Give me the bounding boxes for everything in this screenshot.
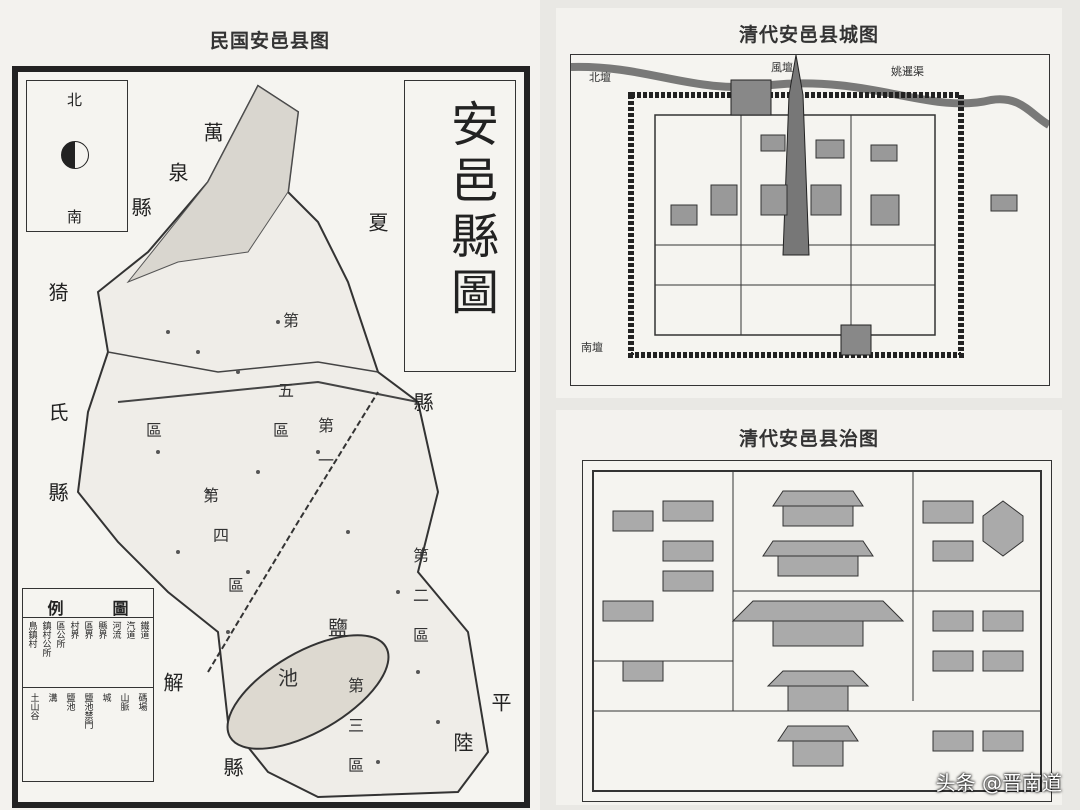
district-label: 區	[348, 756, 365, 775]
city-map-title: 清代安邑县城图	[738, 24, 879, 46]
neighbor-label: 氏	[45, 402, 69, 422]
government-compound-drawing	[592, 470, 1042, 792]
neighbor-label: 縣	[128, 197, 152, 217]
legend-item: 鐵道	[138, 621, 149, 639]
legend-item: 鹽池	[64, 693, 75, 711]
district-label: 第	[318, 416, 335, 435]
district-label: 區	[413, 626, 430, 645]
bottom-right-panel: 清代安邑县治图	[556, 410, 1062, 805]
legend-title-left: 例	[47, 599, 64, 618]
district-label: 區	[273, 421, 290, 440]
county-outline	[76, 84, 490, 799]
salt-lake-label: 池	[278, 666, 298, 690]
neighbor-label: 猗	[45, 282, 69, 302]
canal-label: 姚暹渠	[891, 65, 924, 78]
legend-title-right: 圖	[112, 599, 129, 618]
neighbor-label: 夏	[365, 212, 389, 232]
legend-item: 河流	[110, 621, 121, 639]
legend-item: 村界	[68, 621, 79, 639]
compass-north: 北	[67, 91, 83, 109]
salt-lake-label: 鹽	[328, 616, 348, 640]
wind-altar-label: 風壇	[771, 61, 793, 74]
city-map-drawing	[571, 55, 1049, 358]
district-label: 第	[283, 311, 300, 330]
north-altar-label: 北壇	[589, 71, 611, 84]
legend-item: 城	[100, 693, 111, 702]
district-label: 四	[213, 526, 230, 545]
legend-item: 汽道	[124, 621, 135, 639]
neighbor-label: 縣	[410, 392, 434, 412]
government-map-title: 清代安邑县治图	[738, 428, 879, 450]
legend-item: 溝	[46, 693, 57, 702]
legend-item: 區公所	[54, 621, 65, 648]
district-label: 第	[203, 486, 220, 505]
map-legend: 例圖 鐵道 汽道 河流 縣界 區界 村界 區公所 鎮村公所 鳥鎮村 碼場 山脈 …	[22, 588, 154, 782]
watermark: 头条 @晋南道	[935, 771, 1062, 795]
legend-item: 山脈	[118, 693, 129, 711]
district-label: 五	[278, 381, 295, 400]
neighbor-label: 陸	[450, 732, 474, 752]
neighbor-label: 縣	[220, 757, 244, 777]
legend-item: 鎮村公所	[40, 621, 51, 657]
south-altar-label: 南壇	[581, 341, 603, 354]
legend-item: 縣界	[96, 621, 107, 639]
legend-item: 區界	[82, 621, 93, 639]
top-right-panel: 清代安邑县城图 北壇 風壇 姚暹渠 南壇	[556, 8, 1062, 398]
neighbor-label: 泉	[165, 162, 189, 182]
map-name: 安邑縣圖	[442, 99, 498, 323]
left-map-title: 民国安邑县图	[209, 30, 330, 52]
map-name-box: 安邑縣圖	[404, 80, 516, 372]
yin-yang-icon	[61, 141, 89, 169]
district-label: 第	[348, 676, 365, 695]
legend-item: 鳥鎮村	[26, 621, 37, 648]
legend-item: 土山谷	[28, 693, 39, 720]
neighbor-label: 平	[488, 692, 512, 712]
neighbor-label: 萬	[200, 122, 224, 142]
government-map-frame	[582, 460, 1052, 802]
district-label: 二	[413, 586, 430, 605]
city-map-frame: 北壇 風壇 姚暹渠 南壇	[570, 54, 1050, 386]
salt-lake	[226, 634, 390, 750]
district-label: 第	[413, 546, 430, 565]
legend-item: 碼場	[136, 693, 147, 711]
district-label: 區	[228, 576, 245, 595]
compass-box: 北 南	[26, 80, 128, 232]
district-label: 一	[318, 451, 335, 470]
neighbor-label: 解	[160, 672, 184, 692]
legend-item: 鹽池禁門	[82, 693, 93, 729]
district-label: 三	[348, 716, 365, 735]
neighbor-label: 縣	[45, 482, 69, 502]
district-label: 區	[146, 421, 163, 440]
compass-south: 南	[67, 208, 83, 226]
left-panel: 民国安邑县图 北 南 安邑縣圖 萬 泉 縣	[12, 30, 530, 808]
